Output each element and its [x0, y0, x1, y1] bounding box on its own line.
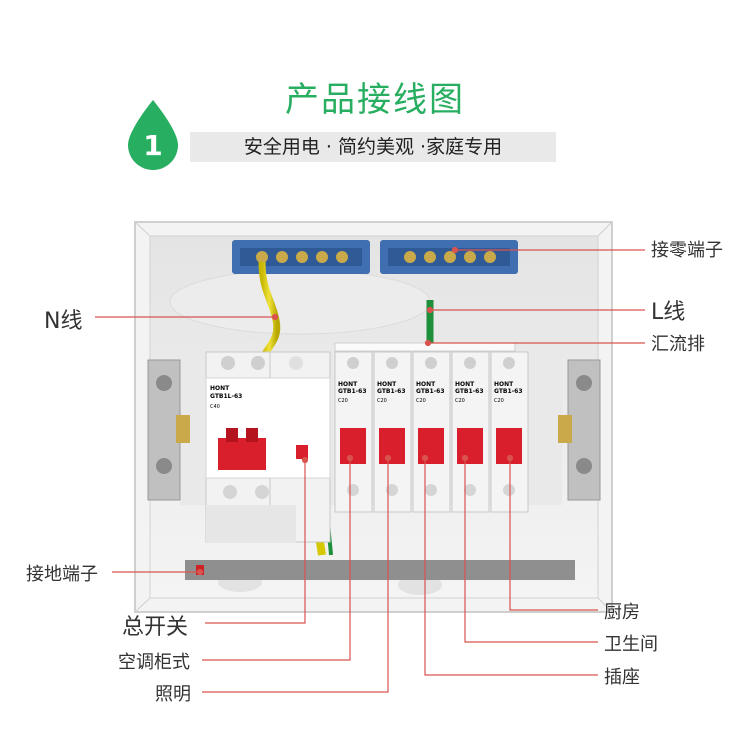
branch-2-brand: HONT — [377, 381, 397, 388]
branch-3-brand: HONT — [416, 381, 436, 388]
neutral-terminal-bar-right — [380, 240, 518, 274]
branch-2-rating: C20 — [377, 398, 387, 404]
step-drop-icon: 1 — [128, 100, 178, 170]
branch-5-model: GTB1-63 — [494, 388, 523, 395]
main-breaker-rating: C40 — [210, 404, 220, 410]
busbar-strip — [334, 342, 516, 352]
label-busbar: 汇流排 — [651, 334, 705, 355]
branch-3-rating: C20 — [416, 398, 426, 404]
mount-bracket-left — [147, 359, 190, 501]
branch-1-brand: HONT — [338, 381, 358, 388]
callout-lines — [95, 246, 645, 693]
label-kitchen: 厨房 — [604, 602, 640, 623]
main-breaker: HONT GTB1L-63 C40 — [205, 351, 331, 543]
label-main-switch: 总开关 — [122, 615, 189, 640]
branch-breaker-4: HONT GTB1-63 C20 — [451, 351, 490, 513]
branch-1-model: GTB1-63 — [338, 388, 367, 395]
branch-4-rating: C20 — [455, 398, 465, 404]
page-title: 产品接线图 — [285, 80, 465, 120]
neutral-wire — [258, 261, 281, 362]
subtitle: 安全用电 · 简约美观 ·家庭专用 — [243, 136, 503, 158]
subtitle-banner — [190, 132, 556, 162]
branch-breaker-3: HONT GTB1-63 C20 — [412, 351, 451, 513]
label-ground-terminal: 接地端子 — [26, 564, 98, 585]
ground-terminal-bar — [185, 560, 575, 580]
step-number: 1 — [143, 129, 162, 162]
branch-breaker-1: HONT GTB1-63 C20 — [334, 351, 373, 513]
label-air-conditioner: 空调柜式 — [118, 652, 190, 673]
neutral-terminal-bar-left — [232, 240, 370, 274]
branch-2-model: GTB1-63 — [377, 388, 406, 395]
label-socket: 插座 — [604, 667, 640, 688]
label-lighting: 照明 — [155, 684, 191, 705]
branch-5-brand: HONT — [494, 381, 514, 388]
label-l-wire: L线 — [651, 300, 686, 325]
label-n-wire: N线 — [44, 309, 83, 334]
main-breaker-brand: HONT — [210, 385, 230, 392]
branch-4-model: GTB1-63 — [455, 388, 484, 395]
mount-bracket-right — [558, 359, 601, 501]
branch-1-rating: C20 — [338, 398, 348, 404]
branch-5-rating: C20 — [494, 398, 504, 404]
branch-3-model: GTB1-63 — [416, 388, 445, 395]
branch-breaker-2: HONT GTB1-63 C20 — [373, 351, 412, 513]
branch-4-brand: HONT — [455, 381, 475, 388]
main-breaker-model: GTB1L-63 — [210, 393, 242, 400]
label-neutral-terminal: 接零端子 — [651, 240, 723, 261]
label-bathroom: 卫生间 — [604, 634, 658, 655]
